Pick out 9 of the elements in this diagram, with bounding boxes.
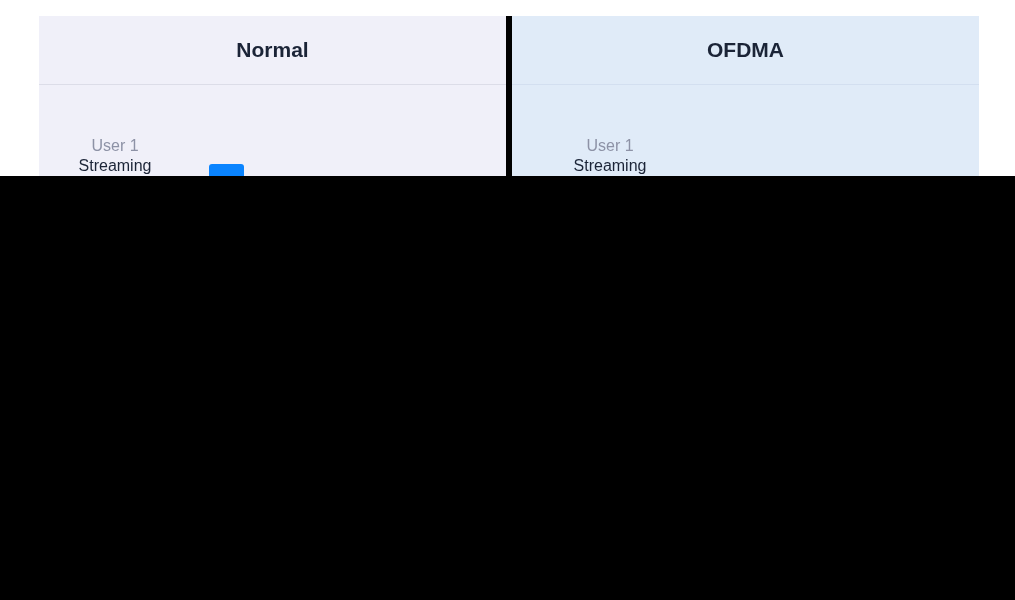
transmission-block bbox=[209, 164, 244, 176]
user-name: User 1 bbox=[586, 137, 634, 155]
comparison-panel bbox=[39, 16, 506, 176]
panel-title: Normal bbox=[236, 38, 309, 62]
traffic-type: Streaming bbox=[78, 157, 152, 175]
user-name: User 1 bbox=[91, 137, 139, 155]
panel-title: OFDMA bbox=[707, 38, 784, 62]
comparison-panel bbox=[512, 16, 979, 176]
traffic-type: Streaming bbox=[573, 157, 647, 175]
